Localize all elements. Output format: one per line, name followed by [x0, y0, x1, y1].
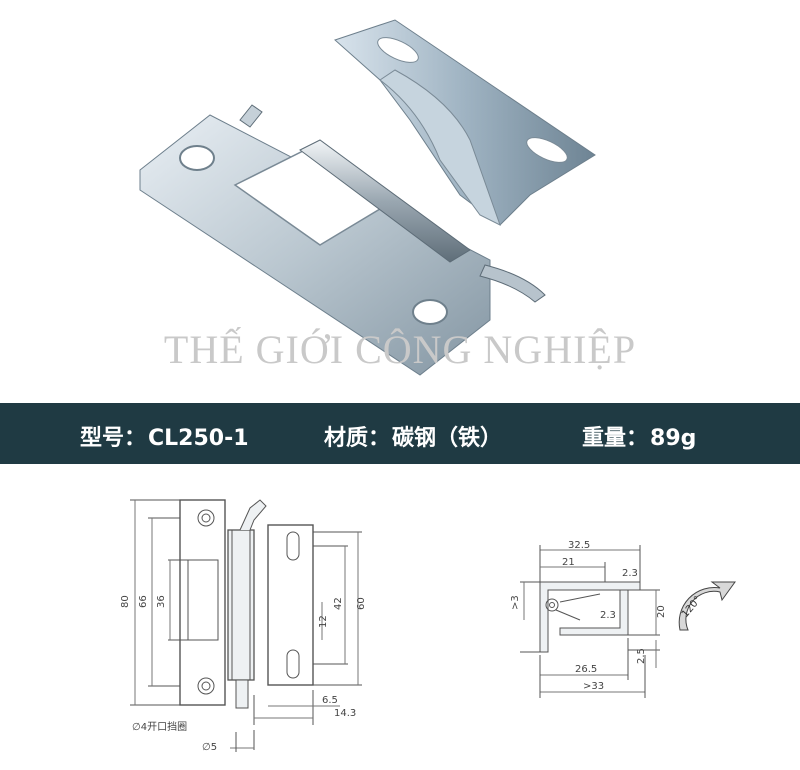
back-leaf-outline — [267, 524, 314, 686]
pin-top — [239, 499, 267, 531]
dim-80: 80 — [120, 595, 131, 608]
dia-5: ∅5 — [202, 742, 217, 753]
side-pin — [545, 598, 559, 612]
spec-weight-label: 重量： — [582, 426, 649, 451]
front-leaf-outline — [179, 499, 226, 706]
spec-weight-value: 89g — [650, 426, 697, 451]
product-photo — [139, 19, 596, 376]
hole-top — [197, 509, 215, 527]
dim-36: 36 — [156, 595, 167, 608]
dim-60: 60 — [356, 597, 367, 610]
dim-32-5: 32.5 — [568, 540, 590, 551]
dim-20: 20 — [656, 605, 667, 618]
spec-material: 材质：碳钢（铁） — [324, 420, 502, 452]
spec-model-value: CL250-1 — [148, 426, 249, 451]
spec-model-label: 型号： — [80, 426, 147, 451]
spec-bar: 型号：CL250-1 材质：碳钢（铁） 重量：89g — [0, 403, 800, 464]
technical-drawing: 80 66 36 42 60 12 6.5 14.3 ∅4开口挡圈 ∅5 — [120, 499, 736, 753]
spec-material-value: 碳钢（铁） — [392, 426, 503, 451]
slot-bottom — [286, 649, 300, 679]
front-view-labels: 80 66 36 42 60 12 6.5 14.3 ∅4开口挡圈 ∅5 — [120, 595, 367, 753]
dim-2-3-top: 2.3 — [622, 568, 638, 579]
note-pin: ∅4开口挡圈 — [132, 720, 187, 733]
watermark-text: THẾ GIỚI CÔNG NGHIỆP — [163, 327, 637, 372]
spec-material-label: 材质： — [324, 426, 391, 451]
dim-gt33: >33 — [583, 681, 604, 692]
dim-14-3: 14.3 — [334, 708, 356, 719]
dim-12: 12 — [318, 615, 329, 628]
pin-bottom — [235, 679, 249, 709]
spec-model: 型号：CL250-1 — [80, 420, 249, 452]
dim-66: 66 — [138, 595, 149, 608]
side-view-labels: 32.5 21 2.3 2.3 >3 20 2.5 26.5 >33 — [510, 540, 667, 692]
front-view — [130, 499, 362, 752]
rotation-arrow-icon — [678, 581, 736, 631]
dim-21: 21 — [562, 557, 575, 568]
spec-weight: 重量：89g — [582, 420, 696, 452]
front-leaf-window — [187, 559, 219, 641]
side-view — [520, 545, 660, 698]
dim-6-5: 6.5 — [322, 695, 338, 706]
slot-top — [286, 531, 300, 561]
dim-gt3: >3 — [510, 595, 521, 610]
dim-2-3: 2.3 — [600, 610, 616, 621]
side-leaf-bent — [559, 589, 629, 636]
dim-26-5: 26.5 — [575, 664, 597, 675]
dim-2-5: 2.5 — [636, 648, 647, 664]
rotation-angle: 120° — [680, 594, 704, 620]
hinge-photo-image — [139, 19, 596, 376]
hole-bottom — [197, 677, 215, 695]
dim-42: 42 — [333, 597, 344, 610]
rotation-indicator: 120° — [678, 581, 736, 631]
